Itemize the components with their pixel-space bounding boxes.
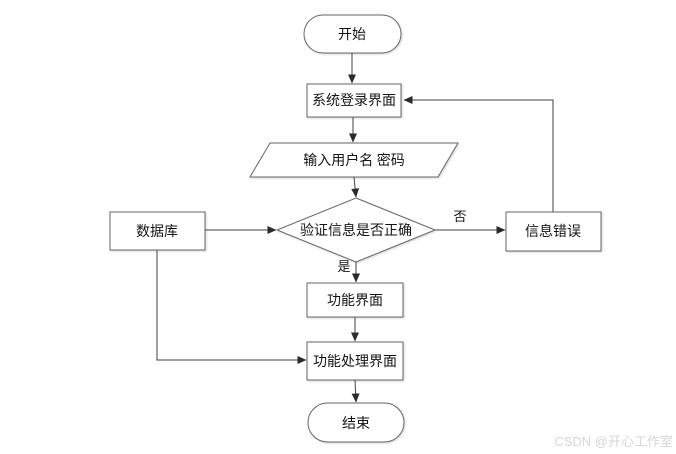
edge-input-to-verify xyxy=(351,176,360,198)
node-login-shape xyxy=(306,83,402,118)
node-input-label: 输入用户名 密码 xyxy=(303,152,405,169)
edge-label-yes: 是 xyxy=(337,259,350,274)
edge-database-to-process xyxy=(156,250,307,364)
node-function-label: 功能界面 xyxy=(327,293,383,309)
node-end-label: 结束 xyxy=(342,416,370,432)
node-error-shape xyxy=(505,211,602,252)
node-process-label: 功能处理界面 xyxy=(313,354,397,370)
node-process-shape xyxy=(306,341,404,381)
edge-process-to-end xyxy=(351,379,360,403)
node-verify-shape xyxy=(275,197,437,263)
node-start-label: 开始 xyxy=(338,27,366,43)
node-input-shape xyxy=(249,142,459,178)
node-database-shape xyxy=(109,211,206,251)
nodes: 开始 系统登录界面 输入用户名 密码 验证信息是否正确 数据库 信息错误 功能界… xyxy=(109,14,602,443)
node-verify-label: 验证信息是否正确 xyxy=(300,222,412,239)
node-function-shape xyxy=(306,282,404,318)
node-error-label: 信息错误 xyxy=(525,223,581,240)
edges xyxy=(156,53,554,403)
node-database-label: 数据库 xyxy=(136,224,178,240)
edge-label-no: 否 xyxy=(453,209,466,224)
node-start-shape xyxy=(303,14,402,54)
node-login-label: 系统登录界面 xyxy=(312,93,396,109)
edge-error-to-login-feedback xyxy=(403,96,554,212)
node-end-shape xyxy=(307,402,405,443)
watermark-text: CSDN @开心工作室 xyxy=(554,434,673,449)
